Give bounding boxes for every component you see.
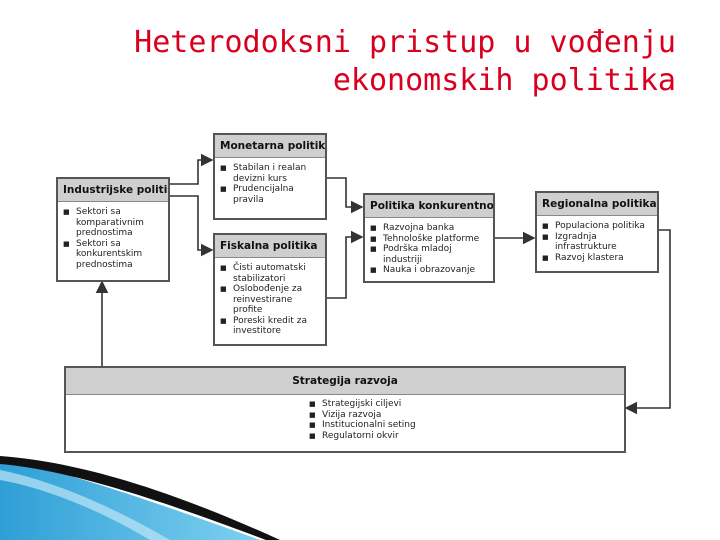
list-item: Podrška mladoj industriji (370, 244, 489, 265)
list-item: Razvoj klastera (542, 253, 653, 264)
arrow-monetarna-to-konkurentnost (327, 177, 364, 214)
box-title: Industrijske politike (58, 179, 168, 202)
item-list: Sektori sa komparativnim prednostima Sek… (58, 202, 168, 270)
list-item: Regulatorni okvir (309, 431, 620, 442)
item-list: Populaciona politika Izgradnja infrastru… (537, 216, 657, 263)
list-item: Sektori sa konkurentskim prednostima (63, 239, 164, 271)
list-item: Prudencijalna pravila (220, 184, 321, 205)
box-title: Fiskalna politika (215, 235, 325, 258)
box-strategija-razvoja: Strategija razvoja Strategijski ciljevi … (64, 366, 626, 453)
title-line-1: Heterodoksni pristup u vođenju (134, 25, 676, 60)
box-title: Politika konkurentnosti (365, 195, 493, 218)
slide-title: Heterodoksni pristup u vođenju ekonomski… (116, 24, 676, 100)
box-fiskalna-politika: Fiskalna politika Čisti automatski stabi… (213, 233, 327, 346)
item-list: Strategijski ciljevi Vizija razvoja Inst… (66, 395, 624, 441)
list-item: Stabilan i realan devizni kurs (220, 163, 321, 184)
box-title: Regionalna politika (537, 193, 657, 216)
list-item: Vizija razvoja (309, 410, 620, 421)
list-item: Poreski kredit za investitore (220, 316, 321, 337)
list-item: Populaciona politika (542, 221, 653, 232)
item-list: Čisti automatski stabilizatori Oslobođen… (215, 258, 325, 337)
list-item: Nauka i obrazovanje (370, 265, 489, 276)
list-item: Oslobođenje za reinvestirane profite (220, 284, 321, 316)
list-item: Izgradnja infrastrukture (542, 232, 653, 253)
title-line-2: ekonomskih politika (332, 63, 676, 98)
list-item: Čisti automatski stabilizatori (220, 263, 321, 284)
arrow-industrijske-to-fiskalna (170, 195, 214, 257)
item-list: Razvojna banka Tehnološke platforme Podr… (365, 218, 493, 276)
list-item: Tehnološke platforme (370, 234, 489, 245)
box-title: Strategija razvoja (66, 368, 624, 395)
list-item: Sektori sa komparativnim prednostima (63, 207, 164, 239)
arrow-regionalna-to-strategija (624, 229, 671, 415)
arrow-fiskalna-to-konkurentnost (327, 230, 364, 299)
box-title: Monetarna politika (215, 135, 325, 158)
arrow-industrijske-to-monetarna (170, 153, 214, 185)
list-item: Strategijski ciljevi (309, 399, 620, 410)
box-monetarna-politika: Monetarna politika Stabilan i realan dev… (213, 133, 327, 220)
box-politika-konkurentnosti: Politika konkurentnosti Razvojna banka T… (363, 193, 495, 283)
list-item: Institucionalni seting (309, 420, 620, 431)
item-list: Stabilan i realan devizni kurs Prudencij… (215, 158, 325, 205)
box-regionalna-politika: Regionalna politika Populaciona politika… (535, 191, 659, 273)
box-industrijske-politike: Industrijske politike Sektori sa kompara… (56, 177, 170, 282)
list-item: Razvojna banka (370, 223, 489, 234)
